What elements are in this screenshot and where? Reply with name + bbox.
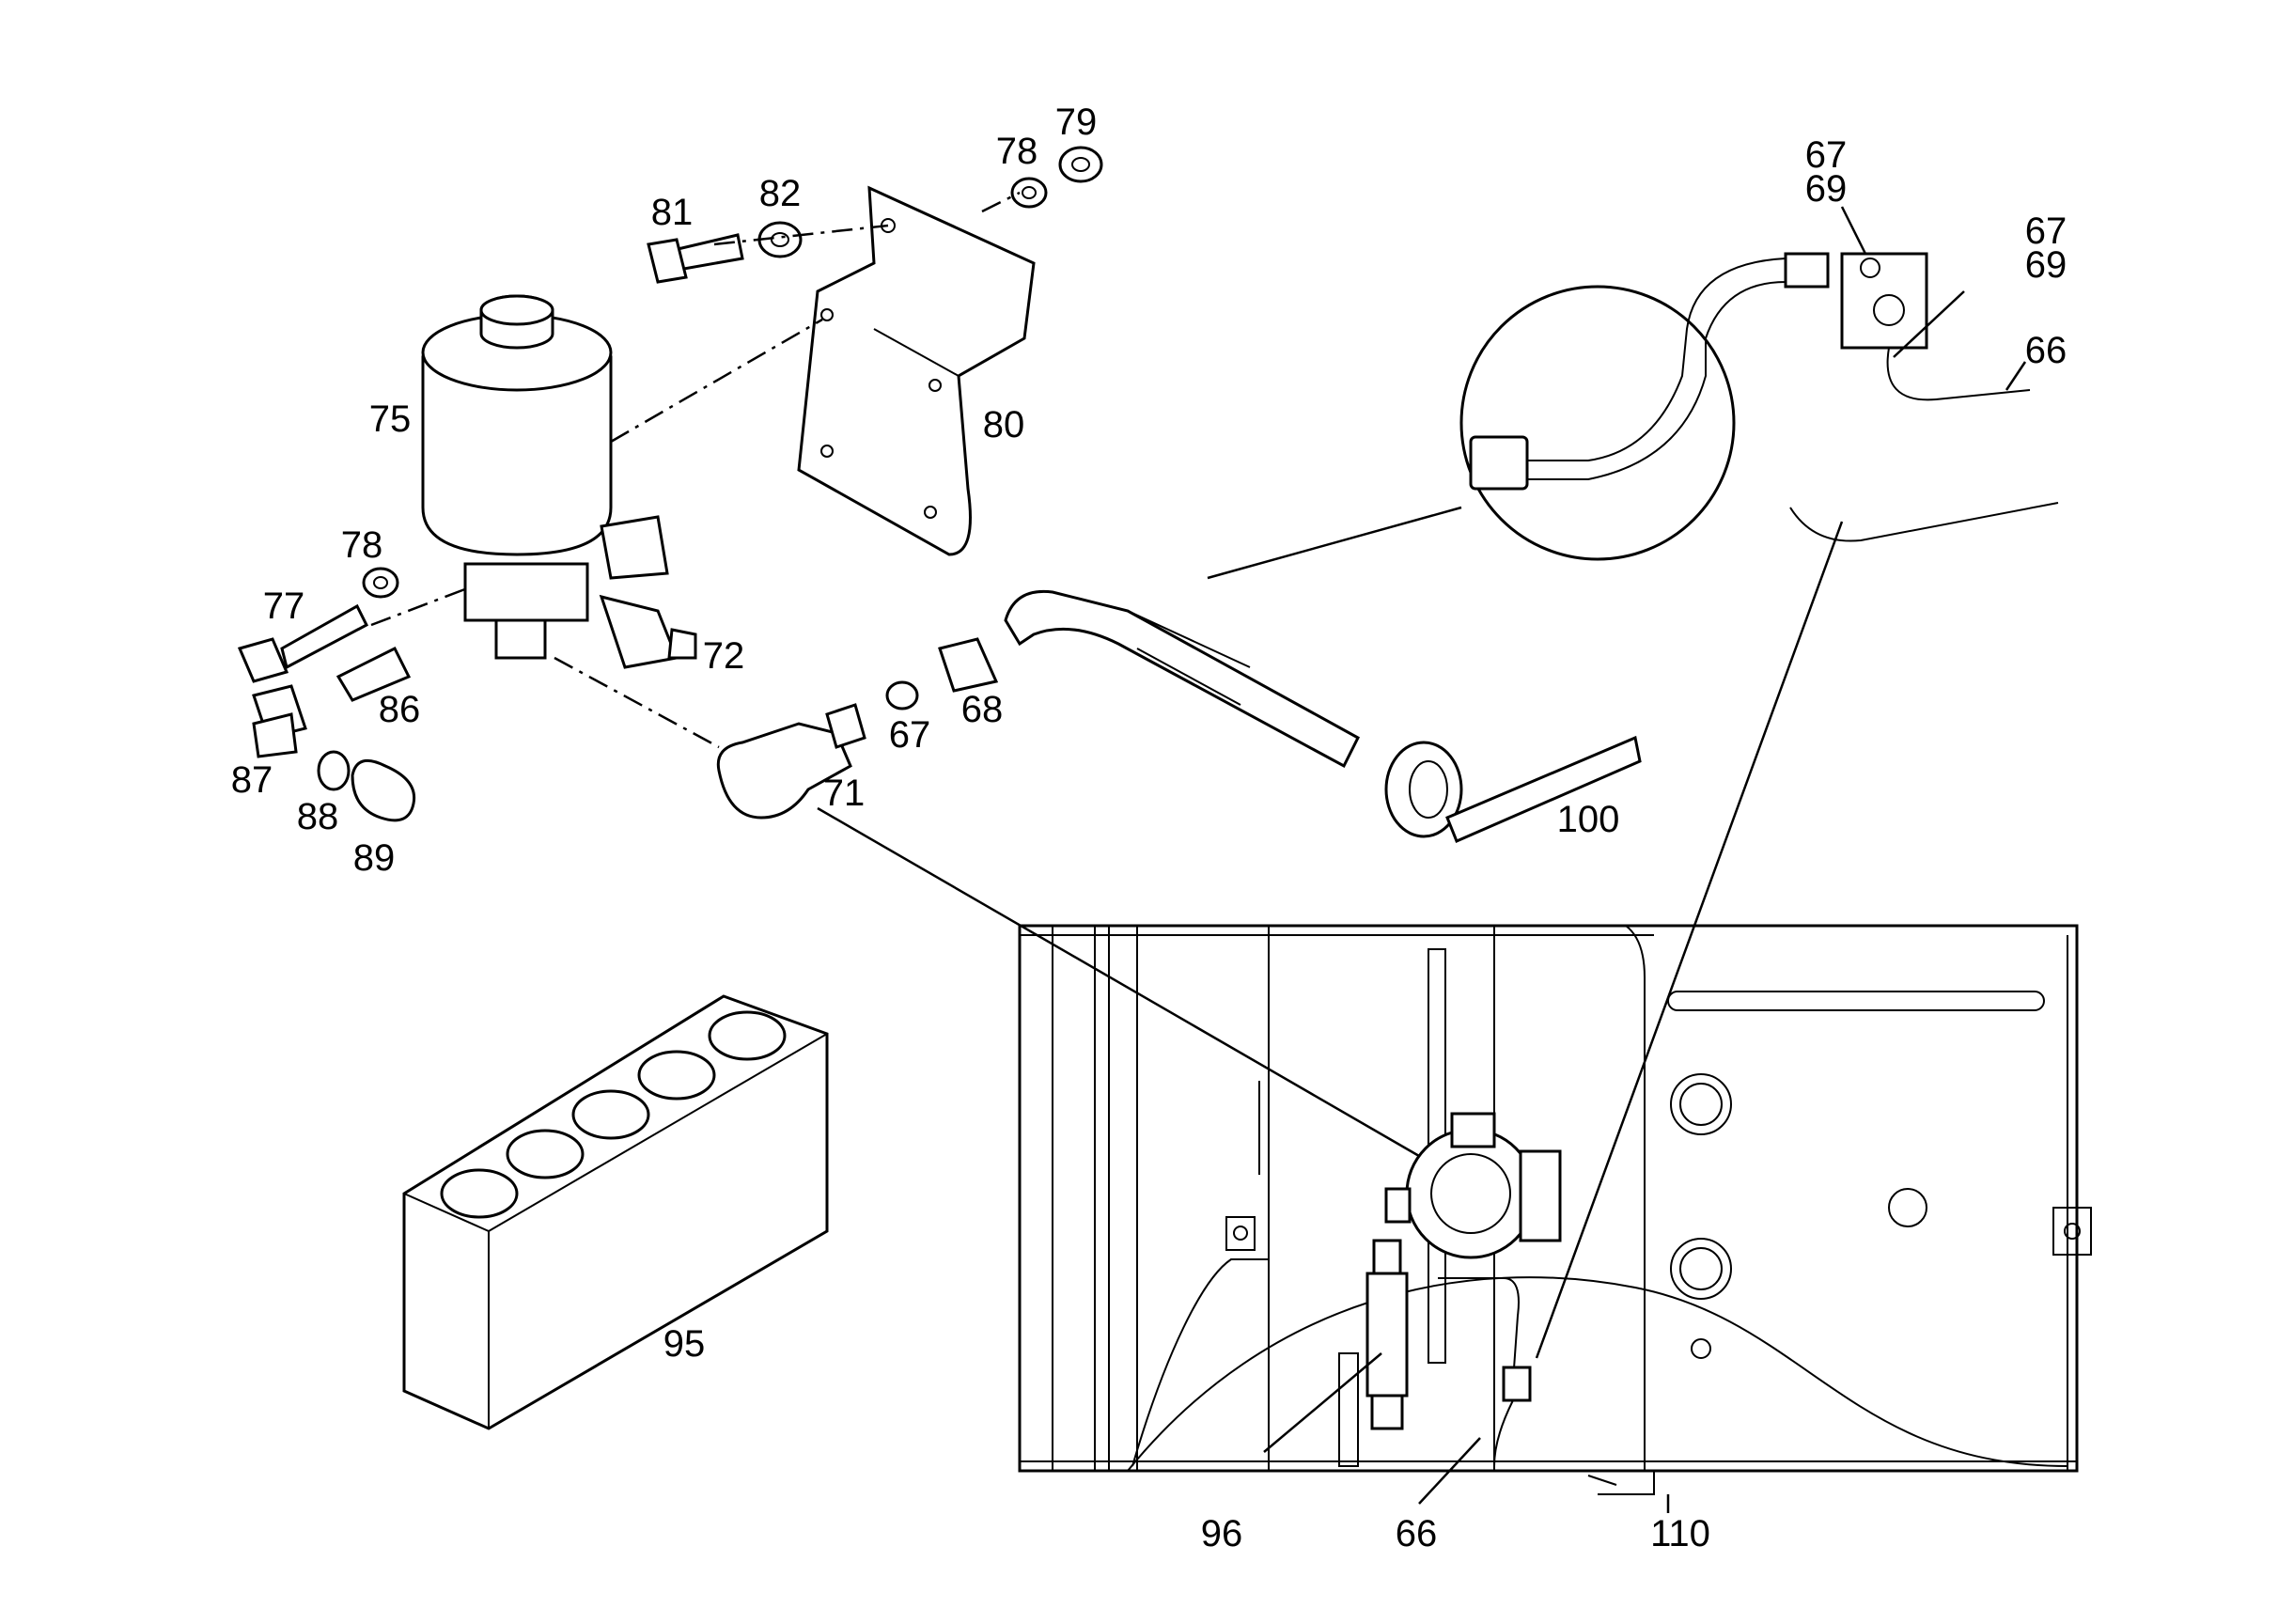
callout-75: 75 [369,398,412,440]
callout-87: 87 [231,759,273,801]
machine-frame [1018,924,2092,1495]
callout-96: 96 [1201,1513,1243,1554]
pump-assembly [237,146,1642,843]
callout-labels: 67 69 67 69 66 79 78 81 82 75 80 78 77 7… [231,102,2067,1554]
callout-66: 66 [2025,330,2067,371]
callout-66: 66 [1396,1513,1438,1554]
filter-tray [402,994,829,1430]
callout-95: 95 [663,1323,706,1365]
callout-79: 79 [1055,102,1098,143]
callout-82: 82 [759,173,802,214]
callout-69: 69 [2025,244,2067,286]
callout-89: 89 [353,837,396,879]
callout-86: 86 [379,689,421,730]
leader-lines [370,191,2027,1513]
callout-77: 77 [263,586,305,627]
callout-78: 78 [341,524,383,566]
callout-110: 110 [1650,1513,1710,1554]
detail-inset [1459,252,2059,561]
callout-100: 100 [1557,799,1620,840]
callout-69: 69 [1805,168,1848,210]
callout-81: 81 [651,192,694,233]
callout-80: 80 [983,404,1025,445]
callout-72: 72 [703,635,745,677]
callout-67: 67 [889,714,931,756]
callout-71: 71 [823,773,866,814]
callout-67: 67 [1805,134,1848,176]
callout-67: 67 [2025,211,2067,252]
callout-68: 68 [961,689,1004,730]
callout-88: 88 [297,796,339,837]
callout-78: 78 [996,131,1038,172]
